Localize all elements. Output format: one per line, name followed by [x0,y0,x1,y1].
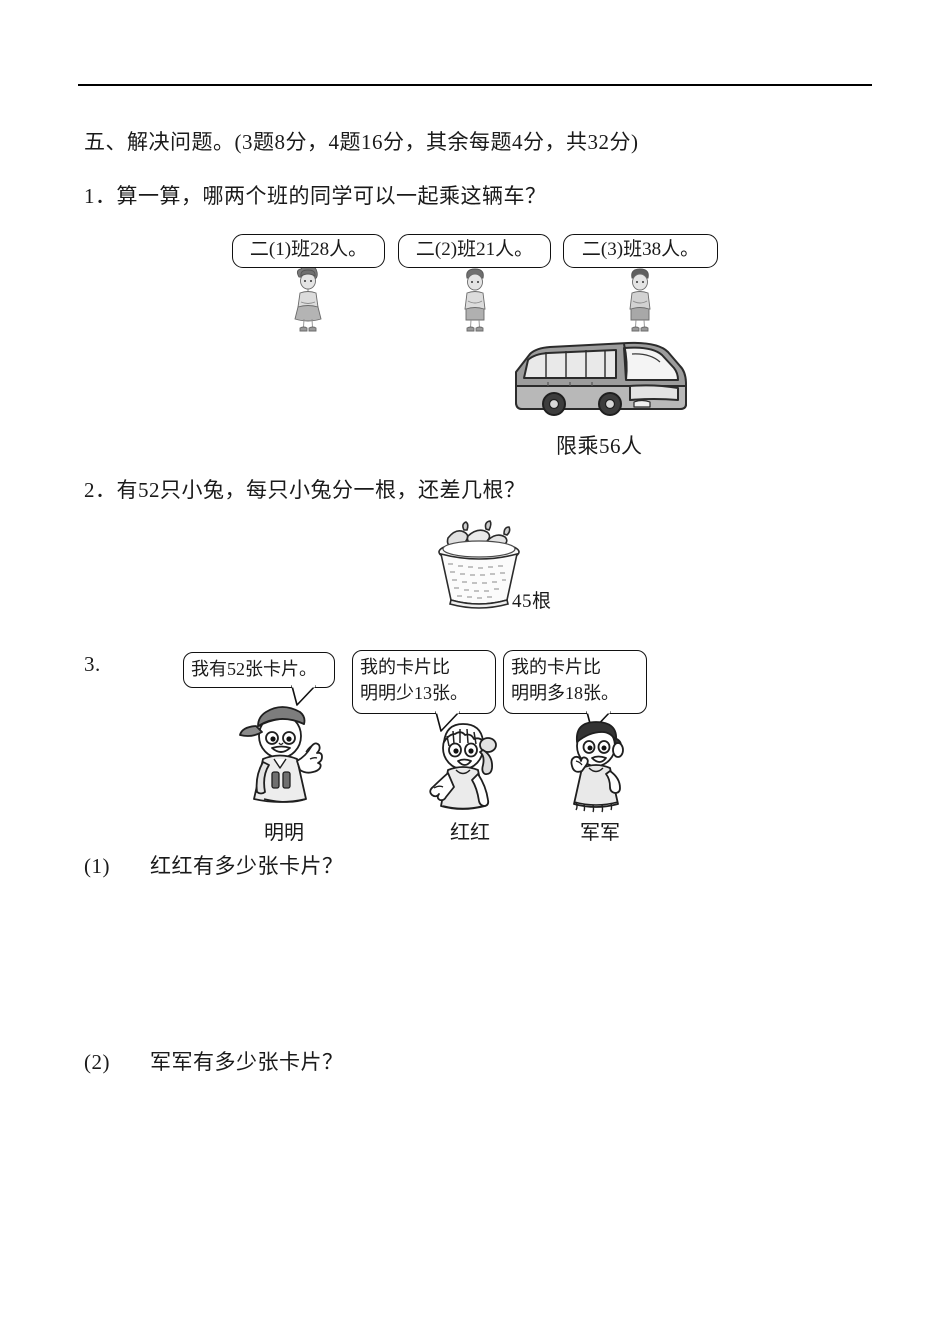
character-name-honghong: 红红 [450,822,490,844]
character-name-mingming: 明明 [264,822,304,844]
speech-tail-mingming [291,684,316,706]
speech-bubble-junjun: 我的卡片比 明明多18张。 [503,650,647,714]
bus-illustration [515,341,687,416]
boy-figure-junjun [570,721,624,813]
sub-question-1-label: (1) [84,854,110,878]
sub-question-2-label: (2) [84,1050,110,1074]
carrot-basket-illustration [438,520,520,609]
problem-3-sub-question-2: (2) 军军有多少张卡片？ [84,1046,344,1076]
speech-bubble-mingming: 我有52张卡片。 [183,652,335,688]
sub-question-1-text: 红红有多少张卡片？ [150,854,344,878]
boy-pupil-figure [464,268,486,332]
problem-3-sub-question-1: (1) 红红有多少张卡片？ [84,850,344,880]
problem-2-prompt: 2．有52只小兔，每只小兔分一根，还差几根？ [84,478,526,502]
girl-pupil-figure [294,268,322,332]
sub-question-2-text: 军军有多少张卡片？ [150,1050,344,1074]
class-label-box-3: 二(3)班38人。 [563,234,718,268]
girl-figure-honghong [429,723,497,810]
section-heading: 五、解决问题。(3题8分，4题16分，其余每题4分，共32分) [84,130,639,154]
speech-tail-honghong [435,710,460,732]
bus-capacity-caption: 限乘56人 [556,434,643,458]
problem-3-number: 3. [84,652,101,676]
character-name-junjun: 军军 [580,822,620,844]
class-label-box-2: 二(2)班21人。 [398,234,551,268]
speech-bubble-honghong: 我的卡片比 明明少13张。 [352,650,496,714]
header-divider [78,84,872,86]
boy-figure-mingming [239,706,323,803]
boy-pupil-figure [629,268,651,332]
class-label-box-1: 二(1)班28人。 [232,234,385,268]
problem-1-prompt: 1．算一算，哪两个班的同学可以一起乘这辆车？ [84,184,547,208]
basket-count-caption: 45根 [512,591,552,612]
